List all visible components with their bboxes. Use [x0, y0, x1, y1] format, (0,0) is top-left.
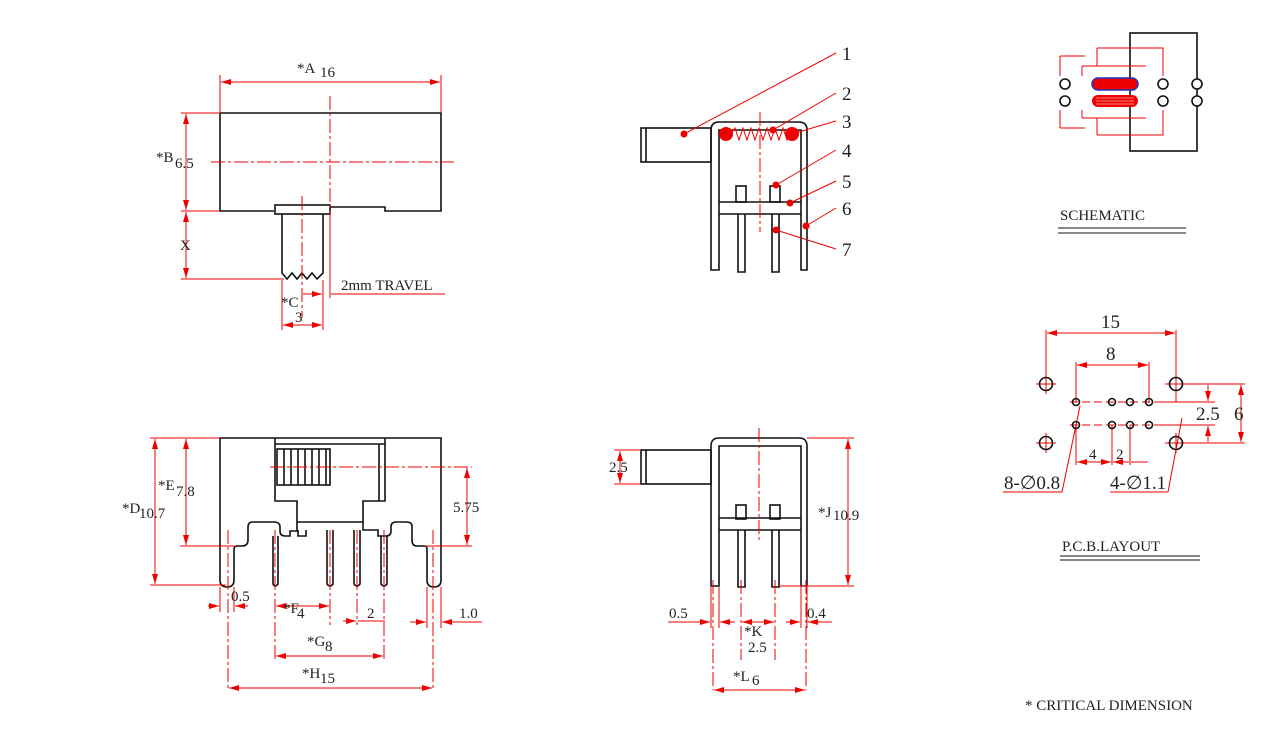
dim-c-value: 3: [295, 310, 303, 326]
dim-pitch-2: 2: [367, 606, 375, 622]
dim-end-0-4: 0.4: [807, 606, 826, 622]
dim-l-label: *L: [733, 669, 750, 685]
dim-a-value: 16: [320, 65, 336, 81]
pcb-dim-8: 8: [1106, 344, 1116, 365]
pcb-layout: 15 8 2.5 6 4 2 8-∅0.8 4-∅1.1 P.C.B.LAYOU…: [1003, 312, 1245, 561]
dim-1-0: 1.0: [459, 606, 478, 622]
critical-dimension-note: * CRITICAL DIMENSION: [1025, 698, 1193, 714]
callout-5: 5: [842, 172, 852, 193]
pcb-title: P.C.B.LAYOUT: [1062, 539, 1160, 555]
callout-7: 7: [842, 240, 852, 261]
side-view: 1 2 3 4 5 6 7: [640, 44, 852, 273]
schematic-title: SCHEMATIC: [1060, 208, 1145, 224]
dim-0-5: 0.5: [231, 589, 250, 605]
dim-c-label: *C: [281, 295, 299, 311]
pcb-small-holes: 8-∅0.8: [1004, 473, 1060, 494]
top-view: *A 16 *B 6.5 X 2mm TRAVEL *C 3: [156, 61, 454, 330]
dim-end-0-5: 0.5: [669, 606, 688, 622]
callout-4: 4: [842, 141, 852, 162]
dim-k-value: 2.5: [748, 640, 767, 656]
pcb-large-holes: 4-∅1.1: [1110, 473, 1166, 494]
dim-b-value: 6.5: [175, 156, 194, 172]
dim-f-label: *F: [283, 601, 299, 617]
callout-1: 1: [842, 44, 852, 65]
dim-l-value: 6: [752, 673, 760, 689]
callout-3: 3: [842, 112, 852, 133]
dim-x-label: X: [180, 238, 191, 254]
dim-j-value: 10.9: [833, 508, 859, 524]
callout-2: 2: [842, 84, 852, 105]
dim-f-value: 4: [297, 606, 305, 622]
dim-d-value: 10.7: [139, 506, 166, 522]
dim-h-value: 15: [320, 671, 335, 687]
dim-g-label: *G: [307, 634, 326, 650]
dim-handle-2-5: 2.5: [609, 460, 628, 476]
dim-e-value: 7.8: [176, 484, 195, 500]
pcb-dim-15: 15: [1101, 312, 1120, 333]
dim-k-label: *K: [744, 624, 763, 640]
pcb-dim-2-5: 2.5: [1196, 404, 1220, 425]
pcb-dim-6: 6: [1234, 404, 1244, 425]
travel-label: 2mm TRAVEL: [341, 278, 433, 294]
dim-j-label: *J: [818, 505, 832, 521]
dim-b-label: *B: [156, 150, 174, 166]
dim-d-label: *D: [122, 501, 141, 517]
dim-5-75: 5.75: [453, 500, 479, 516]
schematic-contact-top: [1091, 77, 1139, 91]
pcb-dim-4: 4: [1089, 447, 1097, 463]
front-view: *D 10.7 *E 7.8 5.75 0.5 *F 4 2 1.0 *G 8 …: [122, 437, 482, 691]
dim-h-label: *H: [302, 666, 321, 682]
callout-6: 6: [842, 199, 852, 220]
dim-a-label: *A: [297, 61, 316, 77]
dim-e-label: *E: [158, 478, 175, 494]
pcb-dim-2: 2: [1116, 447, 1124, 463]
end-view: 2.5 *J 10.9 0.5 0.4 *K 2.5 *L 6: [609, 428, 859, 693]
schematic-contact-bottom: [1092, 95, 1138, 107]
schematic: SCHEMATIC: [1058, 32, 1203, 234]
dim-g-value: 8: [325, 639, 333, 655]
